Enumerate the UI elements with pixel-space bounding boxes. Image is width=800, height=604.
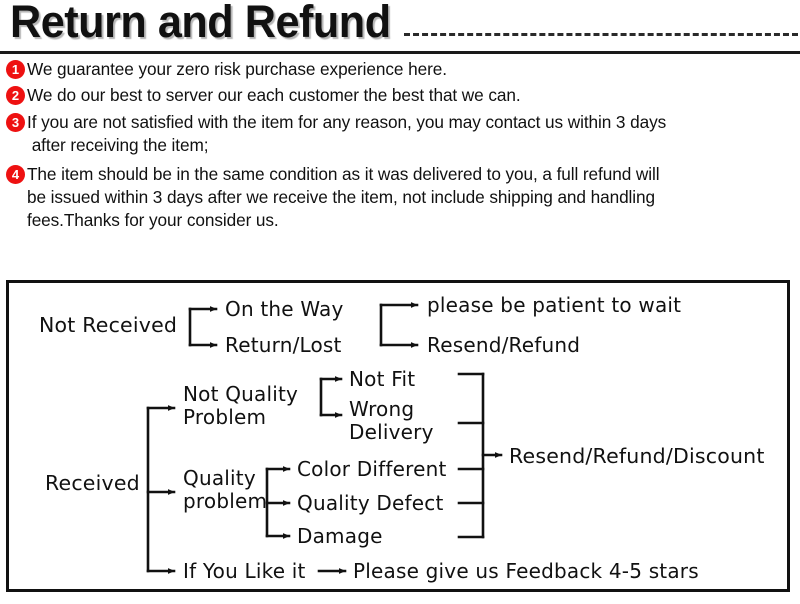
flow-node-not-quality-problem-line1: Not Quality	[183, 382, 298, 406]
list-item-text: We do our best to server our each custom…	[27, 85, 521, 105]
list-item-text: The item should be in the same condition…	[27, 164, 660, 230]
list-item-text: If you are not satisfied with the item f…	[27, 112, 667, 155]
flow-node-on-the-way: On the Way	[225, 297, 344, 321]
flowchart-svg: Not Received On the Way Return/Lost plea…	[39, 293, 765, 583]
page-title: Return and Refund	[10, 0, 391, 47]
flow-node-not-received: Not Received	[39, 313, 177, 337]
list-item-number-badge: 1	[6, 60, 25, 79]
flow-node-wrong-delivery-line1: Wrong	[349, 397, 414, 421]
returns-flowchart: Not Received On the Way Return/Lost plea…	[6, 280, 790, 592]
list-item: 1 We guarantee your zero risk purchase e…	[0, 58, 800, 81]
flow-node-if-you-like-it: If You Like it	[183, 559, 306, 583]
flow-node-resend-refund-discount: Resend/Refund/Discount	[509, 444, 765, 468]
flow-node-feedback: Please give us Feedback 4-5 stars	[353, 559, 699, 583]
flow-node-wrong-delivery-line2: Delivery	[349, 420, 434, 444]
list-item-number-badge: 4	[6, 165, 25, 184]
list-item-number-badge: 3	[6, 113, 25, 132]
flow-node-not-quality-problem-line2: Problem	[183, 405, 266, 429]
list-item: 3 If you are not satisfied with the item…	[0, 111, 800, 157]
list-item-text: We guarantee your zero risk purchase exp…	[27, 59, 447, 79]
flow-node-damage: Damage	[297, 524, 383, 548]
flow-node-quality-problem-line1: Quality	[183, 466, 256, 490]
flow-node-quality-defect: Quality Defect	[297, 491, 444, 515]
flow-node-quality-problem-line2: problem	[183, 489, 267, 513]
title-dashed-line	[404, 33, 798, 36]
header-divider-rule	[0, 51, 800, 54]
flow-node-received: Received	[45, 471, 140, 495]
flow-node-return-lost: Return/Lost	[225, 333, 342, 357]
flow-node-resend-refund: Resend/Refund	[427, 333, 580, 357]
list-item: 2 We do our best to server our each cust…	[0, 84, 800, 107]
flow-node-color-different: Color Different	[297, 457, 447, 481]
list-item: 4 The item should be in the same conditi…	[0, 163, 800, 232]
list-item-number-badge: 2	[6, 86, 25, 105]
page-header: Return and Refund	[0, 0, 800, 56]
flow-node-not-fit: Not Fit	[349, 367, 415, 391]
flow-node-please-be-patient: please be patient to wait	[427, 293, 681, 317]
